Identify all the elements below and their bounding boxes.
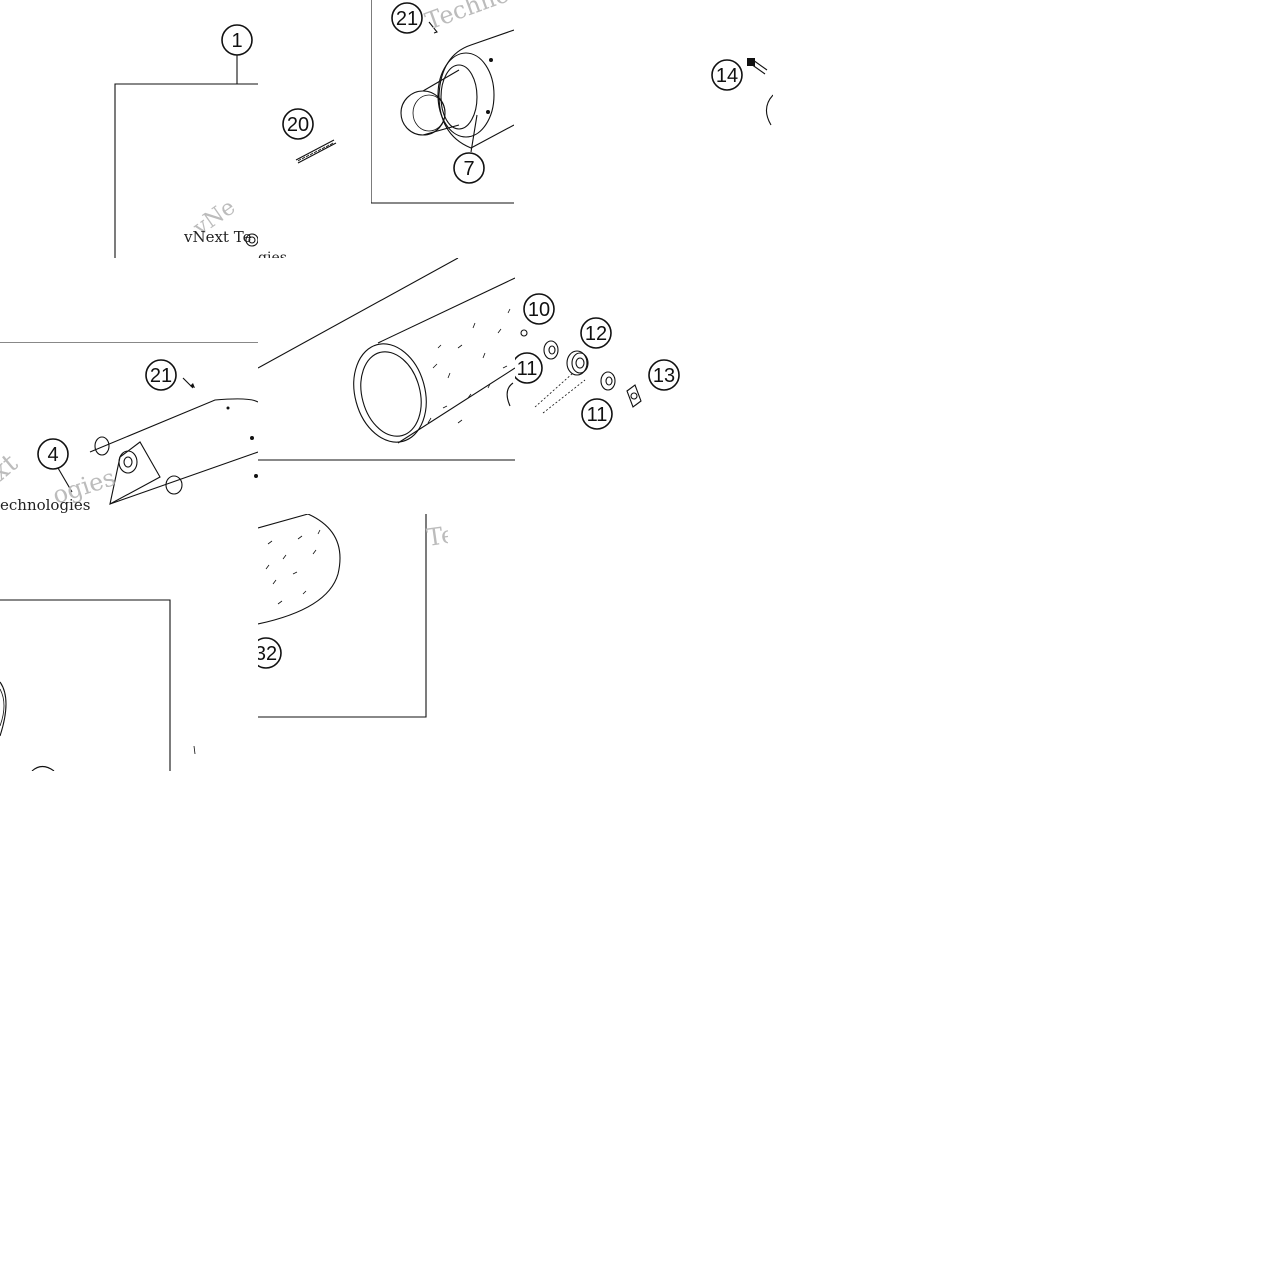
- svg-text:10: 10: [528, 299, 550, 321]
- svg-text:32: 32: [258, 643, 277, 665]
- callout-21-top: 21: [391, 2, 423, 34]
- svg-text:13: 13: [653, 365, 675, 387]
- callout-13: 13: [648, 359, 680, 391]
- bolt-part: [747, 58, 768, 75]
- bracket-part: [94, 436, 183, 506]
- callout-1: 1: [221, 24, 253, 56]
- callout-12: 12: [580, 317, 612, 349]
- svg-text:14: 14: [716, 65, 738, 87]
- svg-text:4: 4: [47, 444, 58, 466]
- spring-part: [295, 139, 337, 164]
- watermark-w8: gies: [258, 250, 287, 258]
- callout-11-left: 11: [515, 352, 543, 384]
- callout-20: 20: [282, 108, 314, 140]
- callout-4: 4: [37, 438, 69, 470]
- packing-cylinder-lower: [258, 514, 341, 625]
- svg-text:7: 7: [463, 158, 474, 180]
- svg-text:11: 11: [517, 358, 538, 380]
- washer-part: [543, 340, 559, 360]
- callout-32: 32: [258, 637, 282, 669]
- svg-text:1: 1: [231, 30, 242, 52]
- callout-14: 14: [711, 59, 743, 91]
- tile-top-muffler-end: 21 Techno 7: [371, 0, 514, 258]
- clip-nut-part: [626, 384, 642, 408]
- washer-part-2: [600, 371, 616, 391]
- tile-right-hardware: 10 12 11: [515, 285, 685, 430]
- callout-7: 7: [453, 152, 485, 184]
- watermark-w6: echnologies: [0, 496, 90, 514]
- watermark-w1: vNext Te: [183, 228, 252, 246]
- packing-cylinder: [353, 277, 515, 444]
- svg-text:12: 12: [585, 323, 607, 345]
- muffler-end-cap: [400, 29, 514, 149]
- watermark-w3: Techno: [421, 0, 512, 36]
- tile-top-left: 1 vNe vNext Te: [0, 0, 258, 258]
- callout-11-bottom: 11: [581, 398, 613, 430]
- callout-21-left: 21: [145, 359, 177, 391]
- svg-text:21: 21: [396, 8, 418, 30]
- svg-text:20: 20: [287, 114, 309, 136]
- svg-text:11: 11: [587, 404, 608, 426]
- tile-top-middle: 20 gies: [258, 0, 371, 258]
- tile-bottom-left: [0, 514, 258, 771]
- grommet-part: [566, 350, 589, 376]
- tile-center-packing: [258, 258, 515, 461]
- callout-10: 10: [523, 293, 555, 325]
- muffler-body-left: [89, 398, 258, 505]
- watermark-w7: Te: [425, 520, 448, 552]
- svg-text:21: 21: [150, 365, 172, 387]
- tile-lower-packing: Te 32: [258, 514, 448, 719]
- tile-left-muffler: 21 4 xt ogi: [0, 342, 258, 514]
- tile-top-right-bolt: 14: [705, 40, 773, 135]
- watermark-w4: xt: [0, 448, 24, 487]
